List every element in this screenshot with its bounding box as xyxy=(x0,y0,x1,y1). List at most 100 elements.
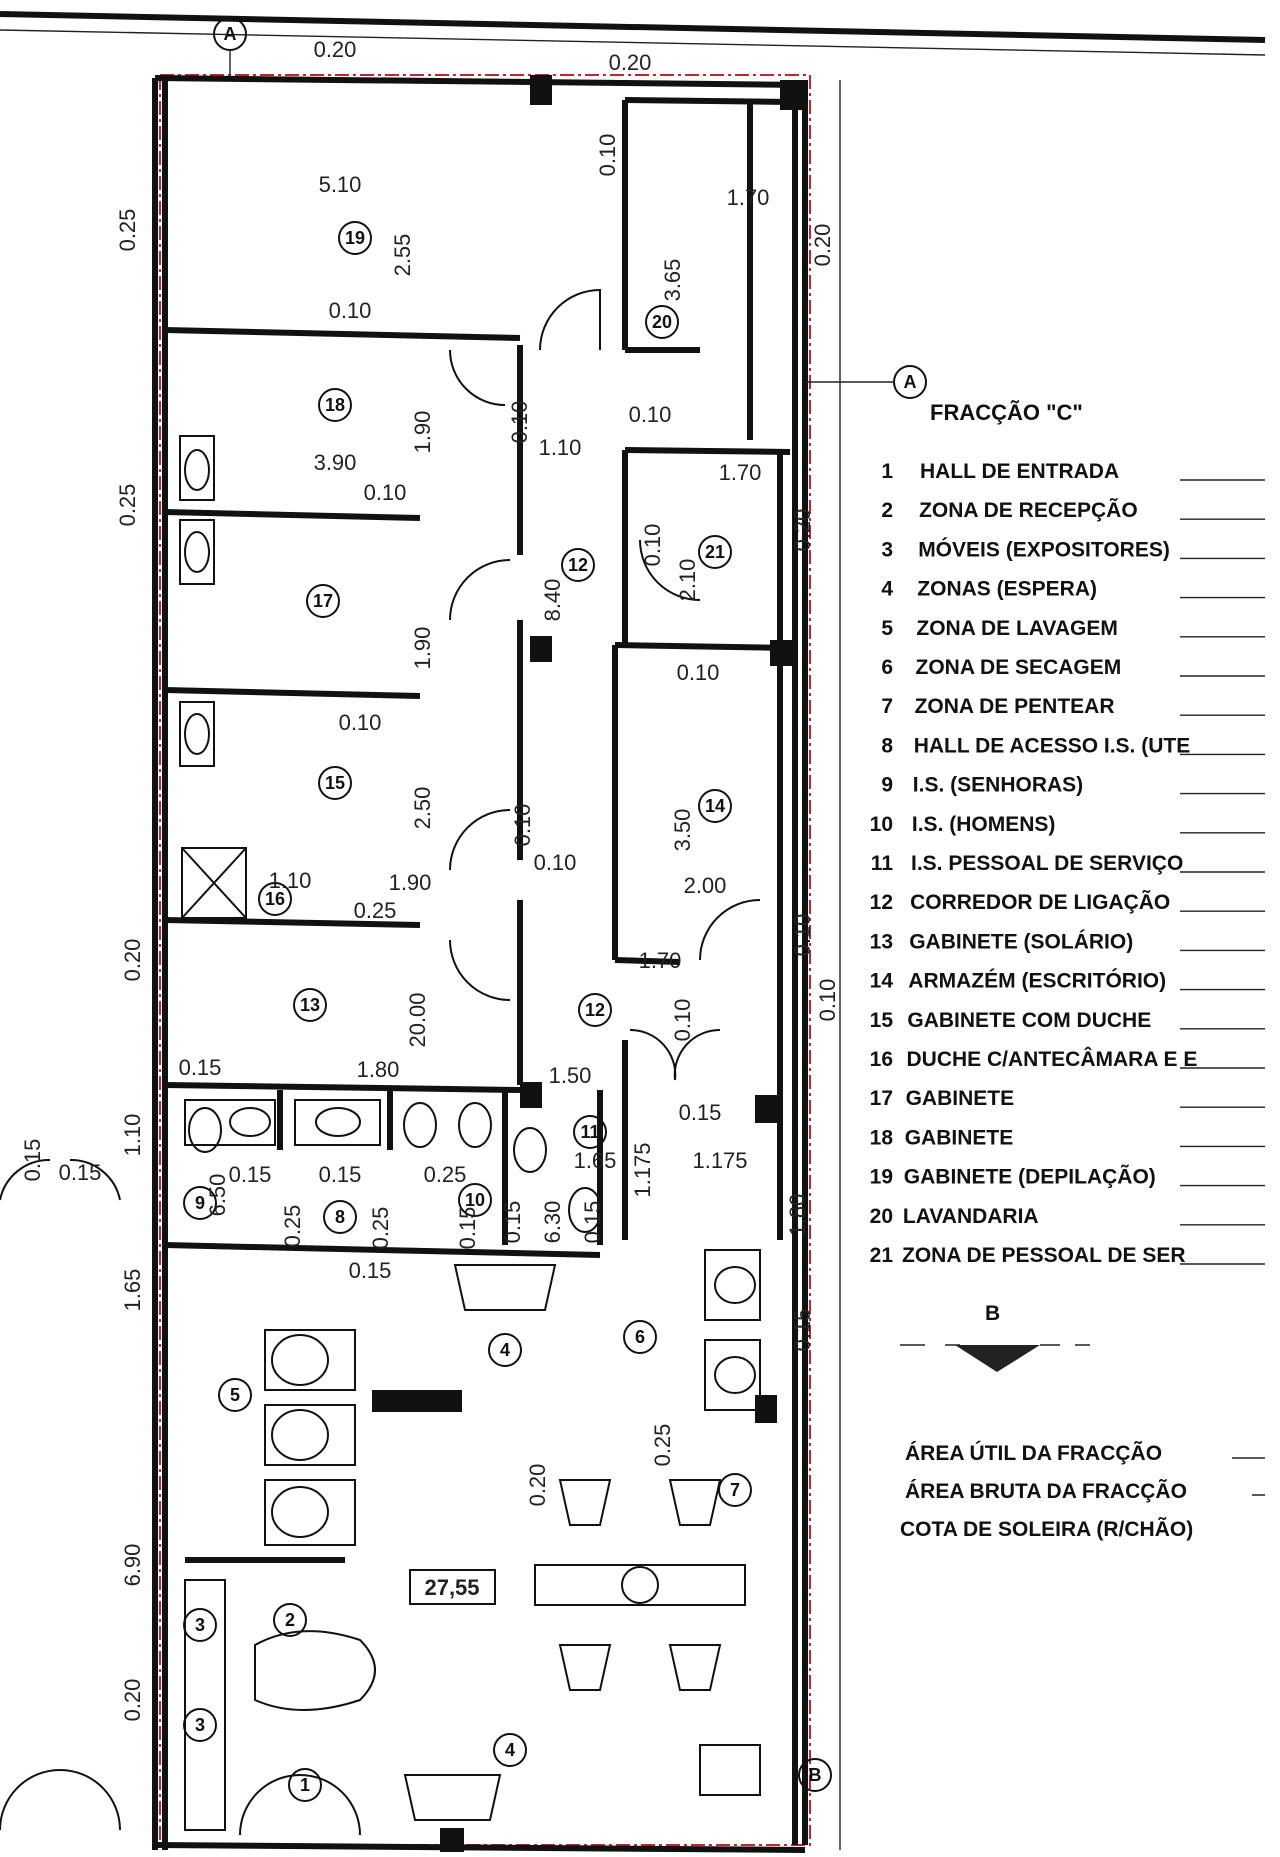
dimension-label: 3.50 xyxy=(670,809,695,852)
dimension-label: 0.20 xyxy=(810,224,835,267)
column xyxy=(755,1095,777,1123)
door-15 xyxy=(449,809,511,871)
column xyxy=(372,1390,462,1412)
section-marker-a-right: A xyxy=(805,365,927,399)
dimension-label: 0.20 xyxy=(609,50,652,75)
room-number-circle xyxy=(623,1320,657,1354)
top-boundary-line xyxy=(0,11,1266,43)
legend-item-label: HALL DE ENTRADA xyxy=(920,460,1119,483)
dimension-label: 1.80 xyxy=(785,1194,810,1237)
dimension-label: 0.15 xyxy=(500,1201,525,1244)
dimension-label: 0.25 xyxy=(368,1207,393,1250)
sanitary-fixtures xyxy=(179,435,602,1233)
section-symbol-b: B xyxy=(900,1302,1090,1372)
legend-item-number: 14 xyxy=(870,970,894,993)
dimension-label: 1.90 xyxy=(410,627,435,670)
legend-item-label: ZONAS (ESPERA) xyxy=(917,578,1097,601)
room-number-circle xyxy=(318,766,352,800)
dimension-label: 1.10 xyxy=(539,435,582,460)
room-number: 2 xyxy=(285,1610,295,1630)
room-number-circle xyxy=(293,988,327,1022)
legend-item-label: I.S. (SENHORAS) xyxy=(913,774,1083,797)
section-marker-b: B xyxy=(798,1758,832,1792)
bottom-outer-wall xyxy=(154,1842,806,1853)
room-number-circle xyxy=(183,1186,217,1220)
dimension-label: 1.175 xyxy=(692,1148,747,1173)
room-number-circle xyxy=(273,1603,307,1637)
dimension-label: 1.65 xyxy=(574,1148,617,1173)
dimension-label: 1.10 xyxy=(269,868,312,893)
legend-item-label: HALL DE ACESSO I.S. (UTE xyxy=(914,734,1191,757)
svg-text:A: A xyxy=(904,372,917,392)
legend-item-number: 7 xyxy=(881,695,893,718)
legend-footer-3: COTA DE SOLEIRA (R/CHÃO) xyxy=(900,1518,1193,1541)
dimension-label: 0.10 xyxy=(629,402,672,427)
door-exterior xyxy=(0,1158,121,1201)
room-number: 20 xyxy=(652,312,672,332)
wall-13-wc xyxy=(164,1082,521,1093)
dimension-label: 0.10 xyxy=(534,850,577,875)
room-number-circle xyxy=(183,1608,217,1642)
dimension-label: 6.50 xyxy=(205,1174,230,1217)
svg-text:27,55: 27,55 xyxy=(424,1575,479,1600)
legend-item-number: 15 xyxy=(870,1009,894,1032)
legend-item-label: LAVANDARIA xyxy=(903,1205,1039,1228)
dimension-label: 0.10 xyxy=(329,298,372,323)
room-number-circle xyxy=(645,305,679,339)
room-number-circle xyxy=(306,584,340,618)
legend-item-label: GABINETE (SOLÁRIO) xyxy=(909,930,1133,953)
door-17 xyxy=(449,559,511,621)
legend-item-label: GABINETE COM DUCHE xyxy=(907,1009,1151,1032)
dimension-label: 0.20 xyxy=(120,939,145,982)
room-number-circle xyxy=(488,1333,522,1367)
room-number-circle xyxy=(318,388,352,422)
legend-item-label: DUCHE C/ANTECÂMARA E E xyxy=(907,1047,1198,1071)
dimension-label: 2.00 xyxy=(684,873,727,898)
wall-wc-salon xyxy=(164,1242,601,1258)
room-number: 3 xyxy=(195,1615,205,1635)
dimension-label: 0.15 xyxy=(59,1160,102,1185)
dimension-label: 0.25 xyxy=(354,898,397,923)
column xyxy=(780,80,802,110)
legend-item-label: CORREDOR DE LIGAÇÃO xyxy=(910,891,1170,914)
dimension-label: 1.65 xyxy=(120,1269,145,1312)
dimension-label: 0.25 xyxy=(424,1162,467,1187)
room-number-circle xyxy=(218,1378,252,1412)
legend-item-number: 8 xyxy=(881,734,893,757)
room-number: 18 xyxy=(325,395,345,415)
dimension-label: 0.10 xyxy=(677,660,720,685)
room-number: 12 xyxy=(585,1000,605,1020)
legend-item-number: 3 xyxy=(881,538,893,561)
corridor-right-wall xyxy=(612,100,628,1240)
room-number-circle xyxy=(458,1183,492,1217)
dimension-label: 0.10 xyxy=(510,804,535,847)
room-number-circle xyxy=(573,1115,607,1149)
dimension-label: 1.70 xyxy=(719,460,762,485)
dimension-label: 0.15 xyxy=(790,1309,815,1352)
legend-item-number: 12 xyxy=(870,891,893,914)
column xyxy=(530,75,552,105)
dimension-label: 0.25 xyxy=(280,1205,305,1248)
column xyxy=(440,1828,464,1852)
legend-item-number: 11 xyxy=(871,852,894,875)
room-number: 14 xyxy=(705,796,725,816)
dimension-label: 0.10 xyxy=(815,979,840,1022)
room-number-circle xyxy=(718,1473,752,1507)
dimension-label: 0.25 xyxy=(115,484,140,527)
dimension-label: 0.10 xyxy=(640,524,665,567)
door-11 xyxy=(629,1028,721,1081)
dimension-label: 0.20 xyxy=(314,37,357,62)
dimension-label: 0.25 xyxy=(115,209,140,252)
property-boundary xyxy=(159,74,811,1846)
dimension-label: 2.50 xyxy=(410,787,435,830)
dimension-label: 0.25 xyxy=(650,1424,675,1467)
room-number: 19 xyxy=(345,228,365,248)
svg-text:B: B xyxy=(809,1765,822,1785)
room-number: 11 xyxy=(580,1122,599,1142)
legend-item-number: 9 xyxy=(881,774,893,797)
dimension-label: 1.90 xyxy=(410,411,435,454)
door-exterior-2 xyxy=(0,1769,121,1831)
wall-17-15 xyxy=(164,687,421,699)
